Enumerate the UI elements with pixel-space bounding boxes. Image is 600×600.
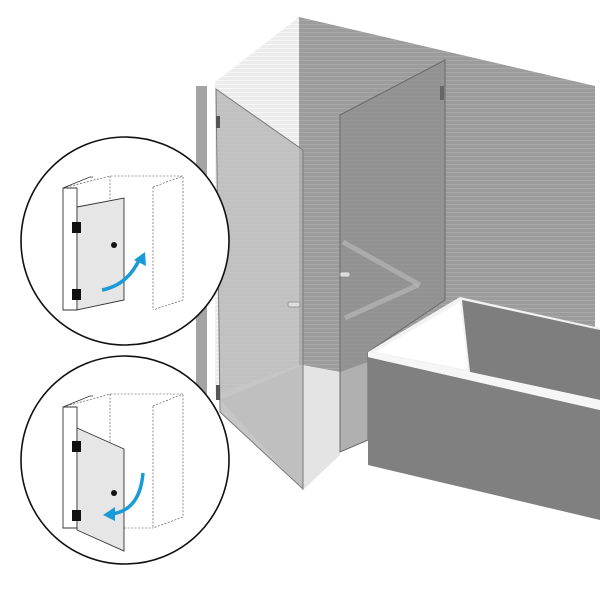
bathtub-top-edge (368, 352, 600, 410)
door-handle[interactable] (287, 301, 301, 308)
hinge-top (216, 116, 220, 128)
hinge-bottom (216, 385, 220, 400)
inset-inward-opening (20, 355, 230, 565)
door-handle-right[interactable] (339, 271, 351, 278)
hinge-top-right (440, 86, 444, 100)
door-open-inward-icon (62, 393, 184, 552)
door-open-outward-icon (62, 175, 184, 311)
inset-outward-opening (20, 136, 230, 346)
bathtub-front (368, 357, 600, 520)
reflection (343, 282, 420, 321)
bathtub-inner-side (462, 300, 600, 400)
bathtub-inner-white (375, 302, 468, 370)
left-door-glass (215, 88, 304, 491)
reflection (341, 239, 422, 288)
